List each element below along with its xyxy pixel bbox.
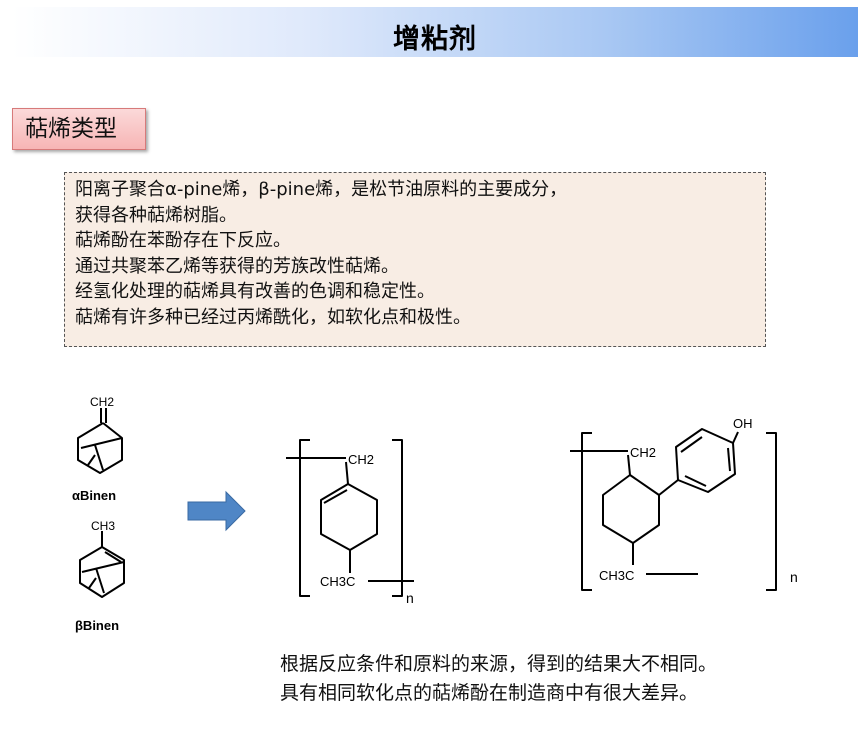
alpha-pinene-structure — [77, 408, 123, 474]
info-line: 阳离子聚合α-pine烯，β-pine烯，是松节油原料的主要成分， — [75, 179, 568, 200]
info-line: 通过共聚苯乙烯等获得的芳族改性萜烯。 — [75, 255, 399, 277]
beta-pinene-structure — [79, 531, 125, 598]
poly1-ch3c-label: CH3C — [320, 574, 355, 589]
section-label: 萜烯类型 — [12, 108, 146, 150]
bottom-notes: 根据反应条件和原料的来源，得到的结果大不相同。 具有相同软化点的萜烯酚在制造商中… — [280, 650, 717, 708]
bottom-line: 具有相同软化点的萜烯酚在制造商中有很大差异。 — [280, 682, 699, 704]
polymer-1-structure — [286, 439, 414, 597]
page-title: 增粘剂 — [393, 24, 477, 55]
polymer-2-structure — [570, 428, 777, 591]
beta-name-label: βBinen — [75, 618, 119, 633]
info-box: 阳离子聚合α-pine烯，β-pine烯，是松节油原料的主要成分， 获得各种萜烯… — [64, 172, 766, 347]
arrow-icon — [187, 490, 246, 532]
poly2-ch2-label: CH2 — [630, 445, 656, 460]
poly2-ch3c-label: CH3C — [599, 568, 634, 583]
bottom-line: 根据反应条件和原料的来源，得到的结果大不相同。 — [280, 653, 718, 675]
poly2-n-label: n — [790, 569, 798, 585]
beta-ch3-label: CH3 — [91, 519, 115, 533]
title-bar: 增粘剂 — [12, 7, 858, 57]
poly1-ch2-label: CH2 — [348, 452, 374, 467]
poly2-oh-label: OH — [733, 416, 753, 431]
alpha-name-label: αBinen — [72, 488, 116, 503]
info-line: 萜烯有许多种已经过丙烯酰化，如软化点和极性。 — [75, 306, 471, 328]
info-line: 萜烯酚在苯酚存在下反应。 — [75, 230, 291, 251]
info-line: 经氢化处理的萜烯具有改善的色调和稳定性。 — [75, 281, 435, 302]
alpha-ch2-label: CH2 — [90, 395, 114, 409]
info-line: 获得各种萜烯树脂。 — [75, 204, 237, 226]
poly1-n-label: n — [406, 590, 414, 606]
